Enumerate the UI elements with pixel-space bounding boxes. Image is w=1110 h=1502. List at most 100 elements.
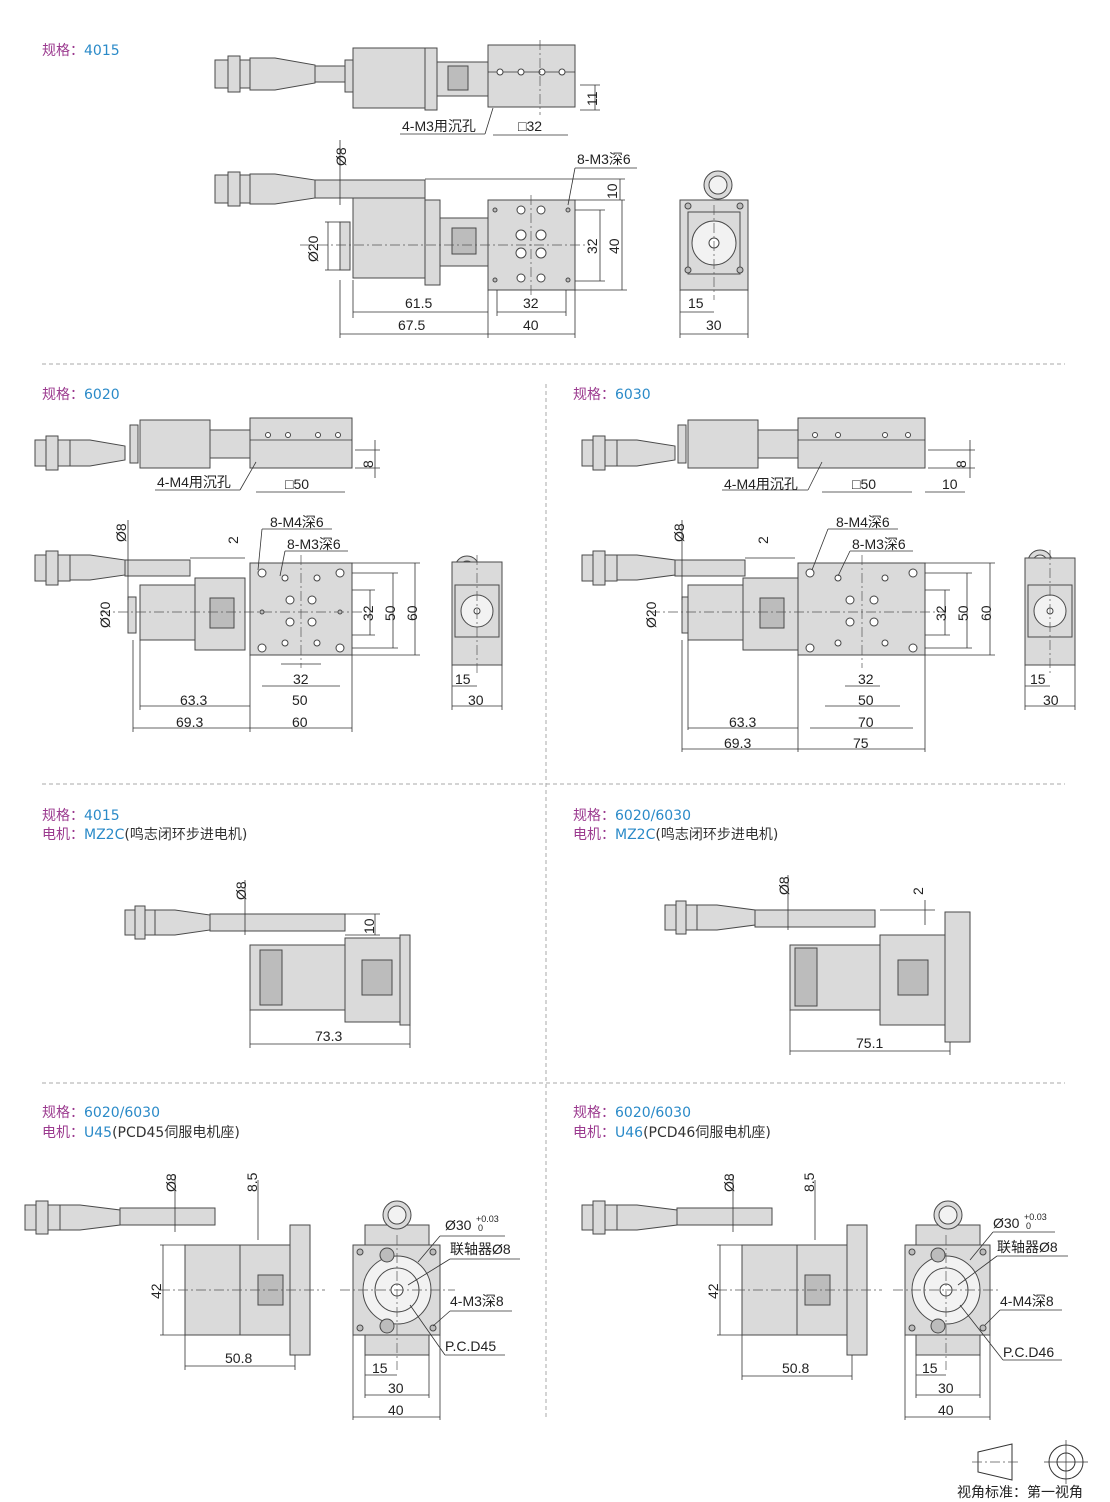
drawing-4015-end-view: 15 30 xyxy=(679,170,749,338)
dim-label: 0 xyxy=(1026,1221,1031,1231)
dim-label: 40 xyxy=(938,1402,954,1418)
dim-label: 联轴器Ø8 xyxy=(450,1241,511,1257)
motor-label: 电机： xyxy=(42,1125,84,1141)
section-dividers xyxy=(42,363,1065,1420)
dim-label: 63.3 xyxy=(180,692,207,708)
dim-label: Ø20 xyxy=(97,601,113,628)
dim-label: 32 xyxy=(360,605,376,621)
dim-label: 69.3 xyxy=(724,735,751,751)
dim-label: 8 xyxy=(953,460,969,468)
dim-label: +0.03 xyxy=(476,1214,499,1224)
motor-label: 电机： xyxy=(573,827,615,843)
motor-desc: (鸣志闭环步进电机) xyxy=(124,827,248,843)
drawing-4015-side-view: 4-M3用沉孔 □32 11 xyxy=(214,40,600,136)
spec-label: 规格： xyxy=(42,808,84,824)
dim-label: 0 xyxy=(478,1223,483,1233)
dim-label: P.C.D46 xyxy=(1003,1344,1054,1360)
spec-label: 规格： xyxy=(42,387,84,403)
dim-label: 8-M4深6 xyxy=(270,514,324,530)
spec-label: 规格： xyxy=(573,1105,615,1121)
spec-value: 6020/6030 xyxy=(84,1105,160,1121)
dim-label: 4-M4深8 xyxy=(1000,1293,1054,1309)
dim-label: 8-M4深6 xyxy=(836,514,890,530)
dim-label: Ø8 xyxy=(113,523,129,542)
dim-label: □32 xyxy=(518,118,542,134)
dim-label: 8 xyxy=(360,460,376,468)
dim-label: 69.3 xyxy=(176,714,203,730)
dim-label: Ø20 xyxy=(643,601,659,628)
dim-label: 40 xyxy=(388,1402,404,1418)
dim-label: 15 xyxy=(455,671,471,687)
dim-label: 10 xyxy=(361,918,377,934)
drawing-u45-side-view: Ø8 8.5 42 50.8 xyxy=(24,1172,325,1370)
dim-label: Ø8 xyxy=(776,876,792,895)
spec-label: 规格： xyxy=(573,387,615,403)
dim-label: 60 xyxy=(978,605,994,621)
spec-header-6020: 规格：6020 xyxy=(42,384,120,404)
dim-label: 10 xyxy=(604,183,620,199)
dim-label: Ø8 xyxy=(233,881,249,900)
dim-label: 15 xyxy=(688,295,704,311)
drawing-6020-top-view: Ø8 2 8-M4深6 8-M3深6 32 50 60 Ø20 32 50 63… xyxy=(34,514,420,732)
spec-value: 6020/6030 xyxy=(615,808,691,824)
spec-label: 规格： xyxy=(42,43,84,59)
spec-header-mz2c-4015: 规格：4015 xyxy=(42,805,120,825)
dim-label: □50 xyxy=(285,476,309,492)
dim-label: 32 xyxy=(858,671,874,687)
dim-label: 15 xyxy=(372,1360,388,1376)
dim-label: 15 xyxy=(922,1360,938,1376)
dim-label: 8-M3深6 xyxy=(287,536,341,552)
dim-label: P.C.D45 xyxy=(445,1338,496,1354)
dim-label: 30 xyxy=(938,1380,954,1396)
dim-label: +0.03 xyxy=(1024,1212,1047,1222)
dim-label: Ø30 xyxy=(445,1217,472,1233)
dim-label: 73.3 xyxy=(315,1028,342,1044)
dim-label: 15 xyxy=(1030,671,1046,687)
spec-header-mz2c-6020: 规格：6020/6030 xyxy=(573,805,691,825)
dim-label: 4-M4用沉孔 xyxy=(724,476,798,492)
dim-label: 50 xyxy=(858,692,874,708)
motor-header-u46: 电机：U46(PCD46伺服电机座) xyxy=(573,1122,771,1142)
spec-header-6030: 规格：6030 xyxy=(573,384,651,404)
drawing-6030-top-view: Ø8 2 8-M4深6 8-M3深6 32 50 60 Ø20 32 50 70… xyxy=(581,514,995,752)
drawing-6020-end-view: 15 30 xyxy=(451,555,503,710)
drawing-6030-end-view: 15 30 xyxy=(1024,549,1076,710)
dim-label: 4-M3用沉孔 xyxy=(402,118,476,134)
dim-label: 32 xyxy=(933,605,949,621)
dim-label: Ø8 xyxy=(721,1173,737,1192)
dim-label: 75 xyxy=(853,735,869,751)
dim-label: Ø30 xyxy=(993,1215,1020,1231)
motor-header-mz2c-left: 电机：MZ2C(鸣志闭环步进电机) xyxy=(42,824,247,844)
drawing-u45-end-view: Ø30 +0.03 0 联轴器Ø8 4-M3深8 P.C.D45 15 30 4… xyxy=(340,1200,520,1420)
dim-label: 75.1 xyxy=(856,1035,883,1051)
dim-label: 60 xyxy=(292,714,308,730)
dim-label: 42 xyxy=(148,1283,164,1299)
drawing-mz2c-4015: Ø8 10 73.3 xyxy=(124,880,411,1048)
projection-legend: 视角标准：第一视角 xyxy=(957,1440,1088,1500)
dim-label: 40 xyxy=(523,317,539,333)
drawing-mz2c-6020-6030: Ø8 2 75.1 xyxy=(664,875,971,1055)
dim-label: 67.5 xyxy=(398,317,425,333)
drawing-4015-top-view: Ø8 8-M3深6 10 32 40 Ø20 61.5 32 67.5 40 xyxy=(214,140,637,338)
motor-model: MZ2C xyxy=(84,827,125,843)
spec-value: 6020 xyxy=(84,387,120,403)
motor-header-u45: 电机：U45(PCD45伺服电机座) xyxy=(42,1122,240,1142)
dim-label: 30 xyxy=(706,317,722,333)
motor-header-mz2c-right: 电机：MZ2C(鸣志闭环步进电机) xyxy=(573,824,778,844)
dim-label: 8.5 xyxy=(244,1172,260,1192)
dim-label: 61.5 xyxy=(405,295,432,311)
dim-label: 联轴器Ø8 xyxy=(997,1239,1058,1255)
drawing-u46-end-view: Ø30 +0.03 0 联轴器Ø8 4-M4深8 P.C.D46 15 30 4… xyxy=(893,1200,1068,1420)
dim-label: □50 xyxy=(852,476,876,492)
motor-desc: (PCD45伺服电机座) xyxy=(112,1125,240,1141)
spec-header-u46: 规格：6020/6030 xyxy=(573,1102,691,1122)
motor-label: 电机： xyxy=(573,1125,615,1141)
dim-label: 50.8 xyxy=(782,1360,809,1376)
dim-label: 50 xyxy=(292,692,308,708)
dim-label: Ø8 xyxy=(333,147,349,166)
dim-label: Ø20 xyxy=(305,235,321,262)
motor-model: U45 xyxy=(84,1125,113,1141)
spec-header-u45: 规格：6020/6030 xyxy=(42,1102,160,1122)
